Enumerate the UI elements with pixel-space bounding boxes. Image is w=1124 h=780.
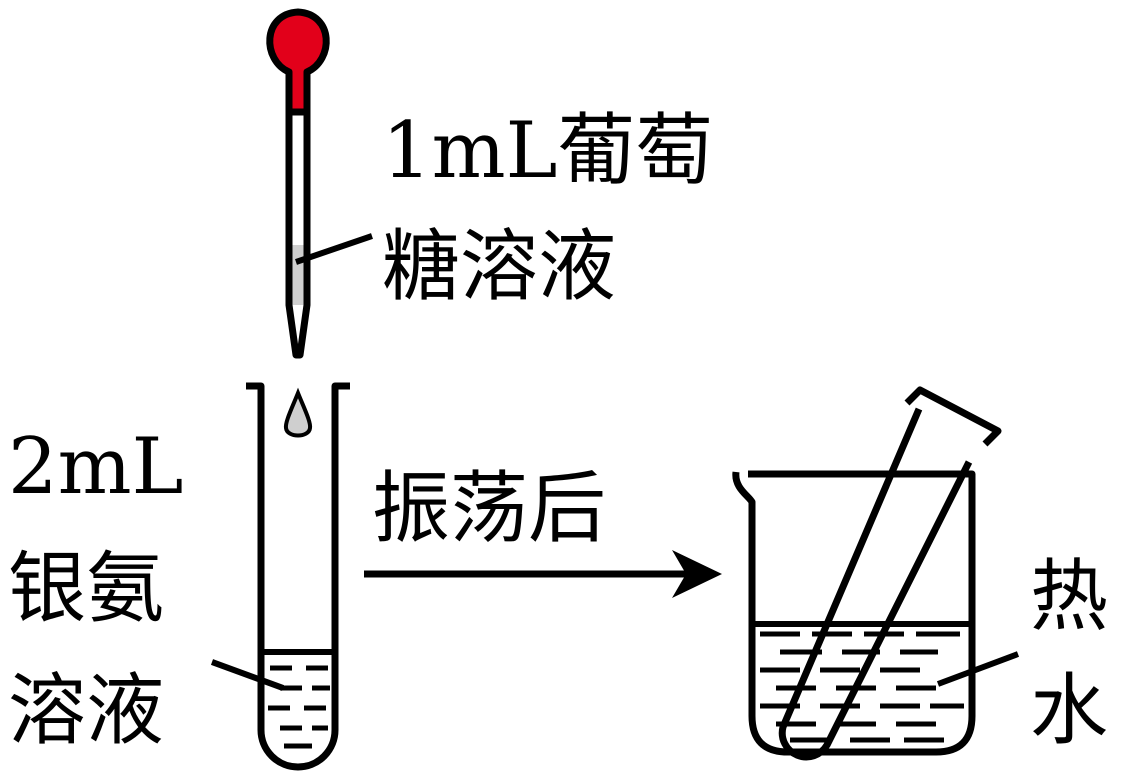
glucose-drop — [283, 387, 313, 438]
water-label-leader — [936, 651, 1020, 687]
dropper — [266, 8, 373, 359]
tilted-test-tube — [778, 386, 1002, 761]
dropper-bulb — [266, 8, 330, 116]
dropper-label-leader — [295, 233, 373, 265]
beaker — [732, 386, 1020, 761]
tube-label-line1: 2mL — [8, 422, 184, 512]
water-label-line1: 热 — [1030, 552, 1109, 642]
test-tube-glass — [246, 382, 350, 771]
tube-label-line2: 银氨 — [8, 544, 165, 634]
tube-label-leader — [210, 659, 285, 691]
tube-label-line3: 溶液 — [8, 666, 165, 756]
process-arrow — [364, 550, 722, 598]
hot-water-hatch — [760, 631, 964, 743]
beaker-glass — [732, 470, 976, 756]
dropper-glass — [285, 112, 311, 359]
dropper-label-line1: 1mL葡萄 — [382, 106, 714, 196]
arrow-label: 振荡后 — [372, 464, 607, 554]
silver-ammonia-liquid-hatch — [268, 665, 330, 749]
dropper-label-line2: 糖溶液 — [382, 222, 617, 312]
water-label-line2: 水 — [1030, 666, 1109, 756]
test-tube — [210, 382, 350, 771]
